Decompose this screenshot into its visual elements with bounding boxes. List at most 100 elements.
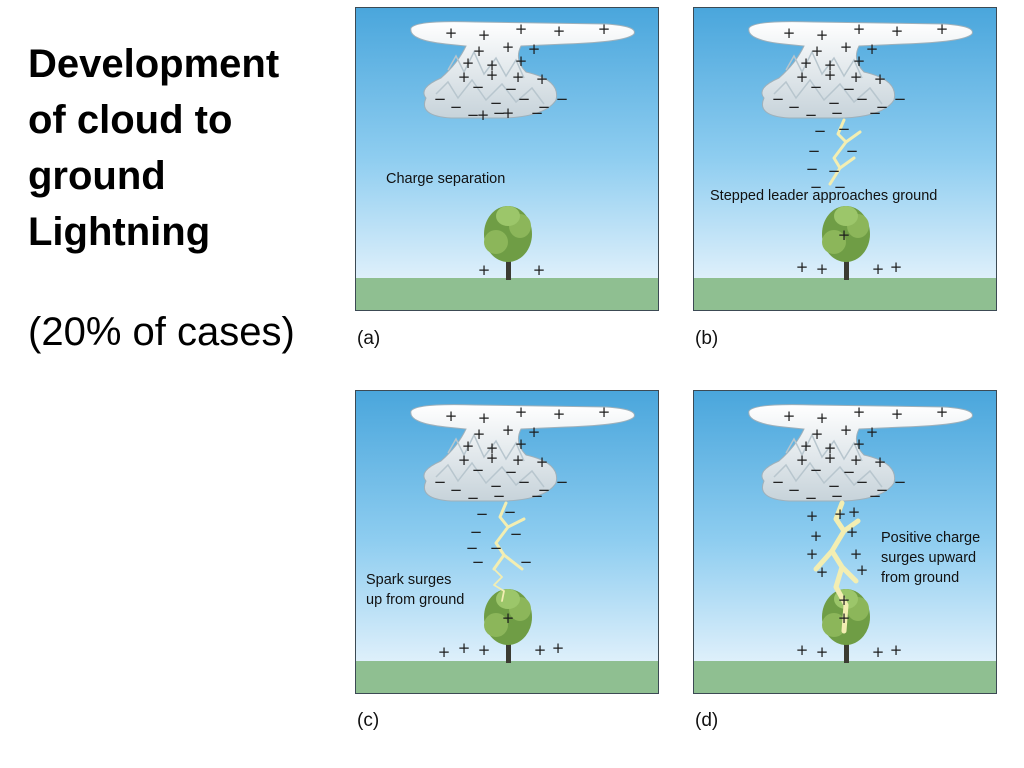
negative-charge: − — [470, 523, 483, 541]
positive-charge: + — [536, 453, 549, 471]
negative-charge: − — [831, 104, 844, 122]
title-line: ground — [28, 154, 166, 198]
negative-charge: − — [831, 487, 844, 505]
negative-charge: − — [472, 78, 485, 96]
positive-charge: + — [824, 449, 837, 467]
tree — [822, 206, 870, 280]
panel-b-stepped-leader: +++++++++++++++−−−−−−−−−−−−−−−−−−−+++++ … — [693, 7, 997, 311]
negative-charge: − — [538, 481, 551, 499]
negative-charge: − — [556, 473, 569, 491]
panel-d-scene: +++++++++++++++−−−−−−−−−−−++++++++++++++… — [694, 391, 996, 693]
negative-charge: − — [843, 463, 856, 481]
negative-charge: − — [814, 122, 827, 140]
thundercloud — [410, 404, 635, 502]
positive-charge: + — [838, 609, 851, 627]
positive-charge: + — [800, 437, 813, 455]
positive-charge: + — [890, 641, 903, 659]
positive-charge: + — [515, 52, 528, 70]
positive-charge: + — [528, 40, 541, 58]
panel-c-caption: Spark surges up from ground — [366, 570, 464, 610]
negative-charge: − — [894, 90, 907, 108]
positive-charge: + — [534, 641, 547, 659]
ground — [356, 278, 658, 310]
positive-charge: + — [810, 527, 823, 545]
positive-charge: + — [838, 591, 851, 609]
positive-charge: + — [536, 70, 549, 88]
panel-c-scene: +++++++++++++++−−−−−−−−−−−−−−−−−−−++++++ — [356, 391, 658, 693]
negative-charge: − — [834, 178, 847, 196]
positive-charge: + — [458, 639, 471, 657]
positive-charge: + — [856, 561, 869, 579]
positive-charge: + — [598, 403, 611, 421]
panel-a-scene: +++++++++++++++−−−−−−−−−−−++++ — [356, 8, 658, 310]
negative-charge: − — [856, 473, 869, 491]
negative-charge: − — [518, 473, 531, 491]
caption-line: Positive charge — [881, 530, 981, 546]
positive-charge: + — [515, 403, 528, 421]
panel-d-tag: (d) — [695, 710, 719, 731]
slide-subtitle: (20% of cases) — [28, 310, 295, 354]
positive-charge: + — [473, 42, 486, 60]
positive-charge: + — [853, 20, 866, 38]
positive-charge: + — [512, 68, 525, 86]
panel-b-tag: (b) — [695, 328, 719, 349]
positive-charge: + — [458, 451, 471, 469]
positive-charge: + — [515, 20, 528, 38]
positive-charge: + — [850, 545, 863, 563]
positive-charge: + — [853, 52, 866, 70]
positive-charge: + — [486, 439, 499, 457]
positive-charge: + — [478, 26, 491, 44]
negative-charge: − — [450, 98, 463, 116]
positive-charge: + — [553, 405, 566, 423]
panel-b-caption: Stepped leader approaches ground — [710, 186, 937, 206]
negative-charge: − — [434, 90, 447, 108]
caption-line: Spark surges — [366, 572, 452, 588]
panel-a-tag: (a) — [357, 328, 381, 349]
positive-charge: + — [462, 437, 475, 455]
stepped-leader-bolt — [828, 118, 862, 186]
negative-charge: − — [518, 90, 531, 108]
positive-charge: + — [853, 435, 866, 453]
positive-charge: + — [553, 22, 566, 40]
positive-charge: + — [936, 20, 949, 38]
negative-charge: − — [466, 539, 479, 557]
thundercloud — [748, 21, 973, 119]
negative-charge: − — [805, 489, 818, 507]
positive-charge: + — [834, 505, 847, 523]
stepped-leader-bolt — [492, 501, 526, 571]
positive-charge: + — [850, 451, 863, 469]
caption-line: from ground — [881, 570, 960, 586]
negative-charge: − — [472, 553, 485, 571]
positive-charge: + — [824, 56, 837, 74]
negative-charge: − — [810, 461, 823, 479]
panel-d-positive-surge: +++++++++++++++−−−−−−−−−−−++++++++++++++… — [693, 390, 997, 694]
negative-charge: − — [810, 78, 823, 96]
positive-charge: + — [816, 563, 829, 581]
ground — [694, 278, 996, 310]
positive-charge: + — [816, 409, 829, 427]
panel-c-spark-surges: +++++++++++++++−−−−−−−−−−−−−−−−−−−++++++… — [355, 390, 659, 694]
title-line: Lightning — [28, 210, 211, 254]
positive-charge: + — [853, 403, 866, 421]
positive-charge: + — [502, 104, 515, 122]
negative-charge: − — [520, 553, 533, 571]
positive-charge: + — [872, 643, 885, 661]
positive-charge: + — [824, 439, 837, 457]
positive-charge: + — [806, 545, 819, 563]
positive-charge: + — [840, 421, 853, 439]
positive-charge: + — [533, 261, 546, 279]
negative-charge: − — [490, 539, 503, 557]
positive-charge: + — [806, 507, 819, 525]
positive-charge: + — [816, 260, 829, 278]
positive-charge: + — [783, 24, 796, 42]
positive-charge: + — [502, 609, 515, 627]
positive-charge: + — [473, 425, 486, 443]
positive-charge: + — [486, 66, 499, 84]
negative-charge: − — [490, 477, 503, 495]
negative-charge: − — [505, 80, 518, 98]
positive-charge: + — [502, 38, 515, 56]
positive-charge: + — [891, 405, 904, 423]
negative-charge: − — [876, 481, 889, 499]
positive-charge: + — [824, 66, 837, 84]
positive-charge: + — [866, 40, 879, 58]
